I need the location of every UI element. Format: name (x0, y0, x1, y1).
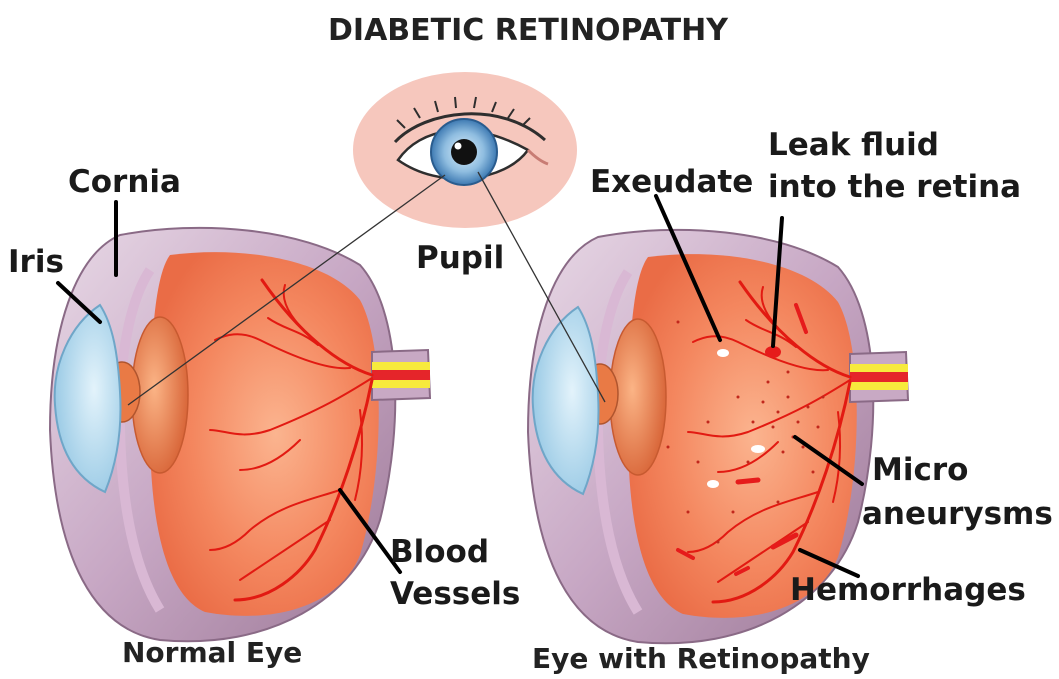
label-leak-fluid-2: into the retina (768, 169, 1021, 205)
label-micro-2: aneurysms (862, 496, 1053, 532)
label-cornia: Cornia (68, 164, 181, 200)
eye-front-icon (353, 72, 577, 228)
label-iris: Iris (8, 244, 64, 280)
label-hemorrhages: Hemorrhages (790, 572, 1026, 608)
normal-eye-cross-section (50, 228, 430, 641)
diagram-title: DIABETIC RETINOPATHY (328, 13, 729, 48)
caption-normal-eye: Normal Eye (122, 636, 302, 669)
caption-retinopathy-eye: Eye with Retinopathy (532, 642, 870, 675)
label-blood-vessels-1: Blood (390, 534, 489, 570)
label-blood-vessels-2: Vessels (390, 576, 520, 612)
label-micro-1: Micro (872, 452, 968, 488)
label-leak-fluid-1: Leak fluid (768, 127, 939, 163)
label-pupil: Pupil (416, 240, 504, 276)
label-exeudate: Exeudate (590, 164, 753, 200)
